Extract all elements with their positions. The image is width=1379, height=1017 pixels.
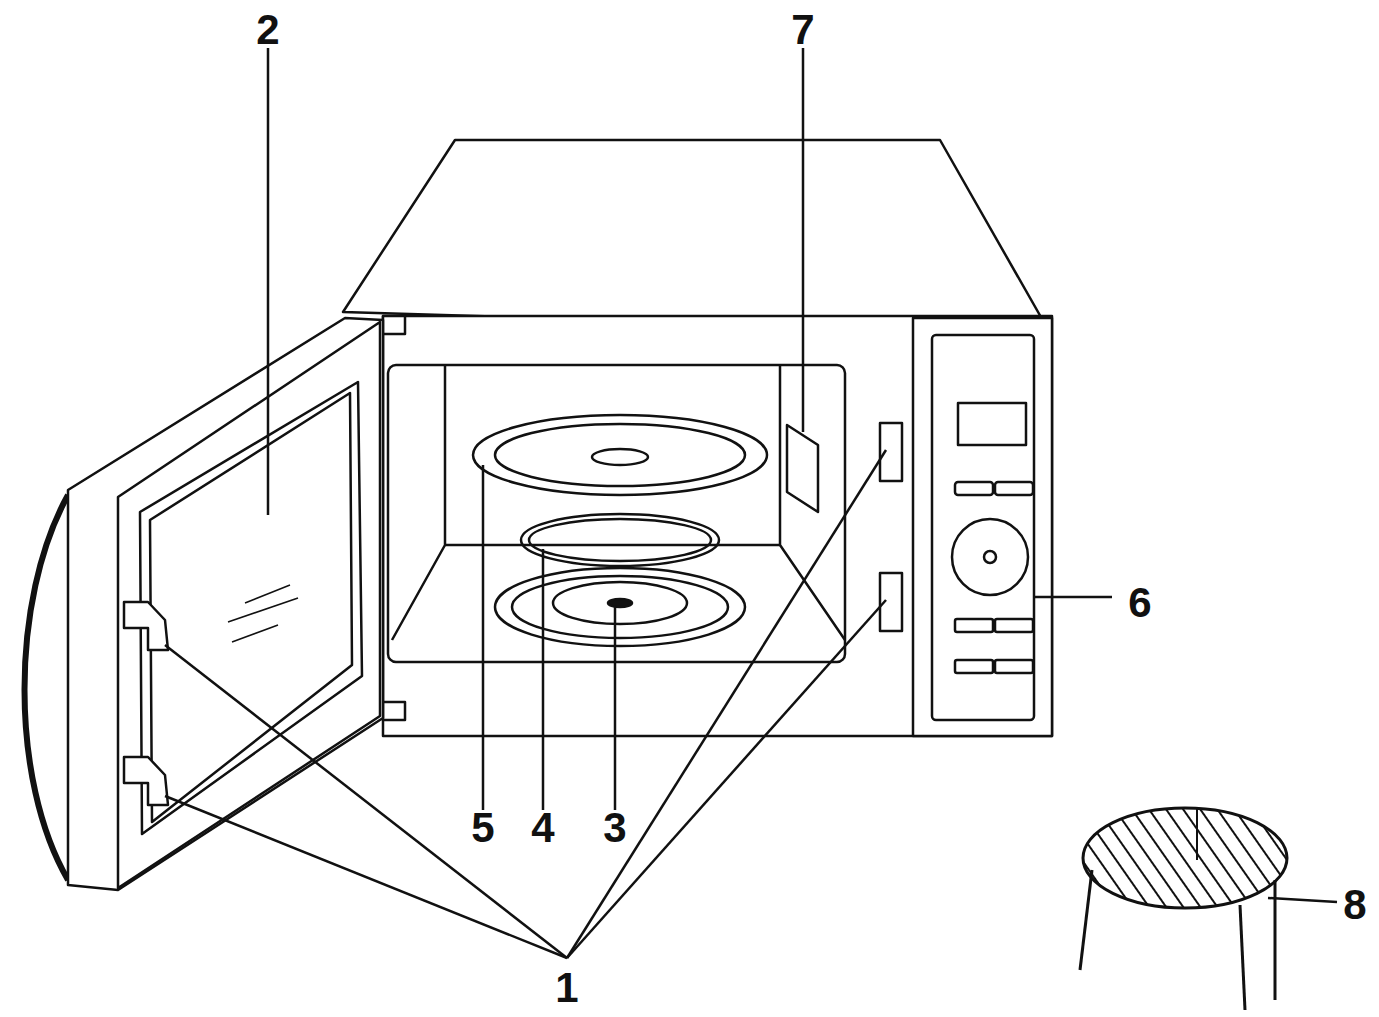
dial [952, 519, 1028, 595]
waveguide-cover [787, 425, 818, 512]
leader-lines [165, 48, 1337, 958]
hinge [383, 702, 405, 720]
door-window [140, 382, 362, 834]
dial-center [984, 551, 996, 563]
rack-grid [1083, 808, 1287, 908]
turntable-base [512, 576, 728, 638]
oven-cavity [388, 365, 845, 662]
panel-inset [932, 335, 1034, 720]
button [995, 482, 1033, 495]
rack-leg [1080, 870, 1092, 970]
callout-number: 8 [1343, 884, 1366, 926]
door-window [150, 393, 352, 822]
button [955, 482, 993, 495]
control-panel [913, 318, 1052, 736]
roller-ring [529, 519, 711, 561]
glass-tray [473, 415, 767, 495]
glass-tray [495, 424, 745, 486]
turntable-base [553, 582, 687, 624]
button [955, 660, 993, 673]
hinge [383, 316, 405, 334]
leader-line [567, 600, 886, 958]
oven-body [343, 140, 1052, 736]
callout-number: 7 [791, 9, 814, 51]
callout-number: 2 [256, 9, 279, 51]
button [995, 619, 1033, 632]
glass-glint [228, 598, 298, 622]
callout-number: 1 [555, 967, 578, 1009]
leader-line [482, 465, 485, 810]
callout-number: 5 [471, 807, 494, 849]
callout-number: 4 [531, 807, 554, 849]
door-outer [68, 318, 383, 890]
door-handle [25, 495, 69, 880]
roller-ring [521, 514, 719, 566]
display [958, 403, 1026, 445]
callout-number: 3 [603, 807, 626, 849]
shaft [608, 599, 632, 607]
leader-line [267, 48, 270, 515]
rack-wire [1196, 808, 1198, 860]
button [955, 619, 993, 632]
glass-tray [592, 449, 648, 465]
cavity-wall [392, 365, 445, 640]
oven-top [343, 140, 1050, 333]
rack-leg [1240, 905, 1245, 1010]
leader-line [567, 450, 886, 958]
glass-glint [232, 625, 278, 642]
cavity-wall [780, 365, 845, 640]
leader-line [1268, 898, 1337, 902]
turntable-base [495, 568, 745, 646]
leader-line [802, 48, 805, 432]
leader-line [1035, 596, 1112, 599]
door-face [118, 322, 380, 888]
cavity-floor [445, 544, 780, 547]
door [25, 318, 384, 890]
button [995, 660, 1033, 673]
callout-number: 6 [1128, 582, 1151, 624]
glass-glint [245, 585, 290, 603]
turntable [473, 415, 767, 646]
leader-line [165, 796, 567, 958]
leader-line [542, 549, 545, 810]
door-latch [124, 757, 168, 805]
door-latch [124, 602, 168, 650]
grill-rack [1080, 808, 1287, 1010]
leader-line [165, 645, 567, 958]
leader-line [614, 606, 617, 810]
